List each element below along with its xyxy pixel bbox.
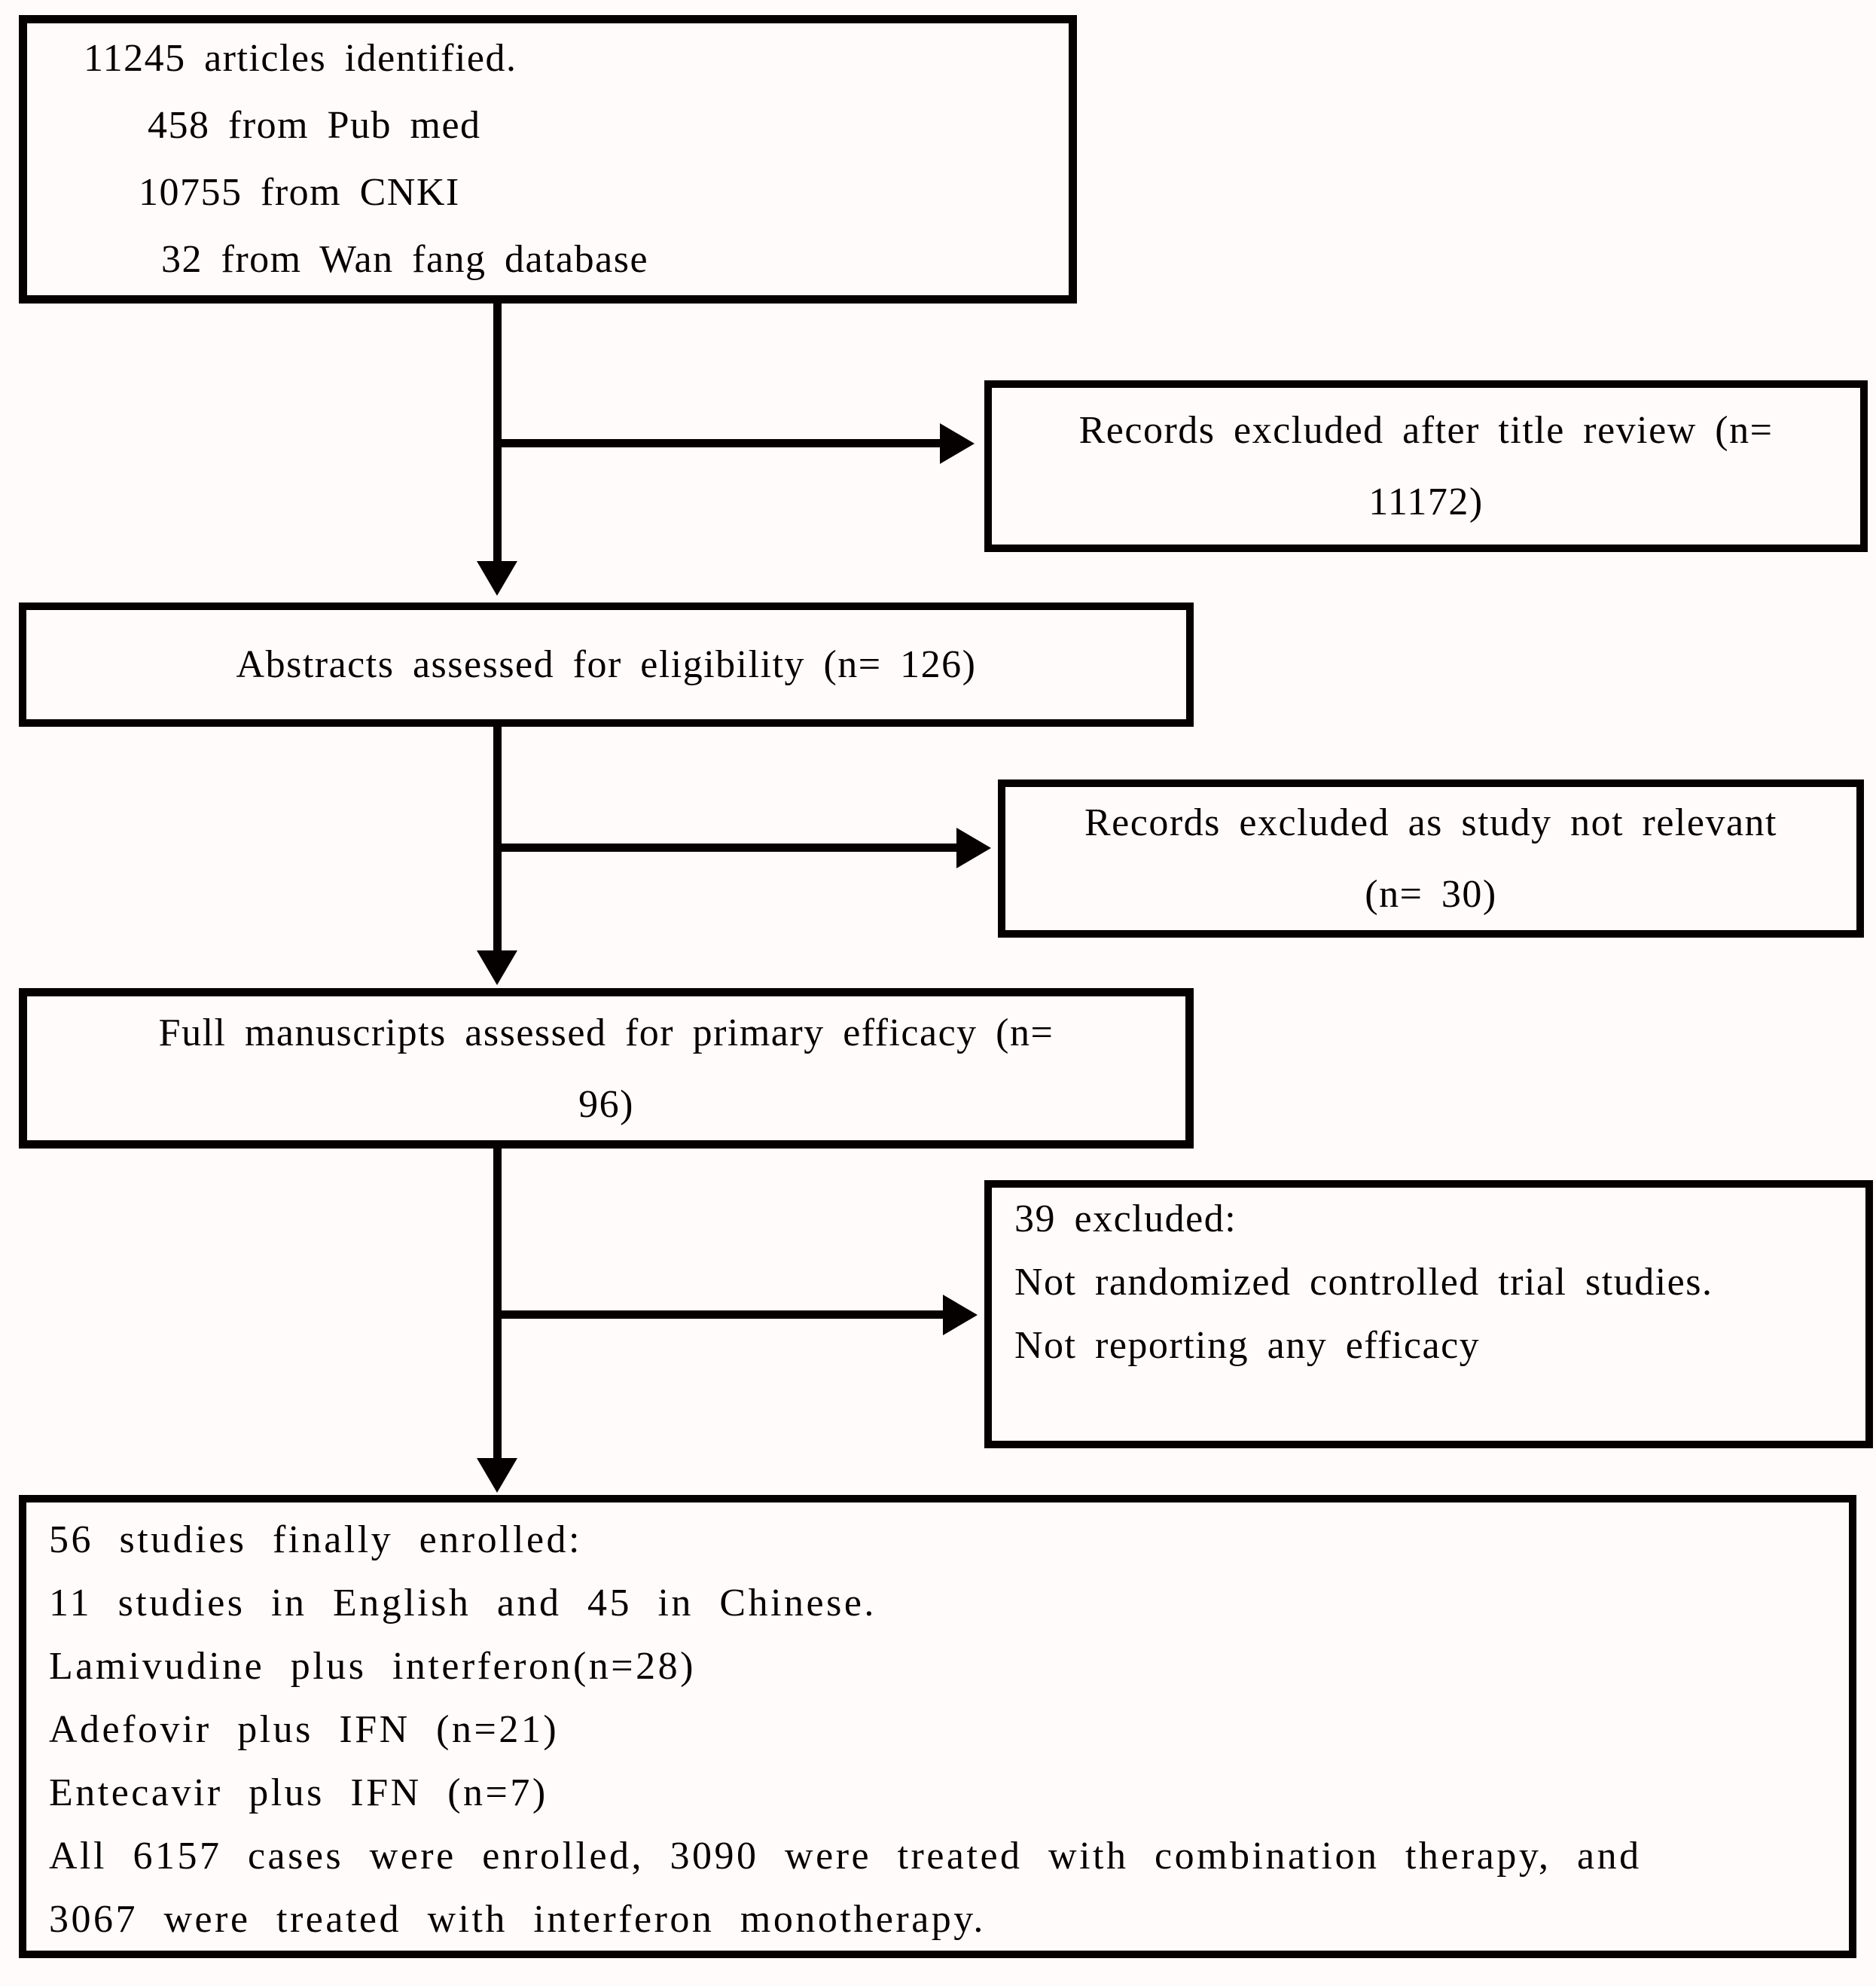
enrolled-language-line: 11 studies in English and 45 in Chinese. [49,1582,877,1624]
arrow-right-icon [956,828,991,868]
identified-pubmed-line: 458 from Pub med [148,104,481,147]
box-excluded-title-review: Records excluded after title review (n= … [984,380,1868,552]
abstracts-assessed-text: Abstracts assessed for eligibility (n= 1… [236,643,977,686]
excluded-39-reason-rct: Not randomized controlled trial studies. [1014,1261,1713,1304]
flow-line-manuscripts-to-enrolled [493,1149,502,1461]
arrow-down-icon [477,561,517,596]
box-studies-finally-enrolled: 56 studies finally enrolled: 11 studies … [19,1495,1856,1958]
excluded-not-relevant-text: Records excluded as study not relevant (… [1084,801,1777,916]
flow-line-abstracts-to-manuscripts [493,727,502,953]
box-excluded-not-relevant: Records excluded as study not relevant (… [998,779,1864,938]
excluded-39-header: 39 excluded: [1014,1197,1237,1240]
enrolled-lamivudine-line: Lamivudine plus interferon(n=28) [49,1645,696,1688]
identified-cnki-line: 10755 from CNKI [139,171,460,214]
enrolled-adefovir-line: Adefovir plus IFN (n=21) [49,1708,560,1751]
arrow-right-icon [943,1295,978,1335]
identified-total-line: 11245 articles identified. [84,37,517,80]
flow-line-identified-to-abstracts [493,304,502,563]
box-full-manuscripts-assessed: Full manuscripts assessed for primary ef… [19,988,1194,1149]
full-manuscripts-text: Full manuscripts assessed for primary ef… [158,1011,1054,1126]
enrolled-entecavir-line: Entecavir plus IFN (n=7) [49,1771,548,1814]
box-abstracts-assessed: Abstracts assessed for eligibility (n= 1… [19,603,1194,727]
flow-line-to-not-relevant-exclusion [493,844,960,852]
box-articles-identified: 11245 articles identified. 458 from Pub … [19,15,1077,304]
arrow-down-icon [477,1458,517,1493]
arrow-down-icon [477,950,517,985]
flow-line-to-39-excluded [493,1310,945,1319]
flow-line-to-title-review-exclusion [493,439,941,447]
identified-wanfang-line: 32 from Wan fang database [161,238,649,281]
enrolled-total-line: 56 studies finally enrolled: [49,1518,583,1561]
enrolled-cases-line: All 6157 cases were enrolled, 3090 were … [49,1835,1642,1941]
box-39-excluded: 39 excluded: Not randomized controlled t… [984,1180,1873,1448]
arrow-right-icon [940,423,975,464]
excluded-title-review-text: Records excluded after title review (n= … [1078,409,1774,523]
excluded-39-reason-efficacy: Not reporting any efficacy [1014,1324,1481,1367]
